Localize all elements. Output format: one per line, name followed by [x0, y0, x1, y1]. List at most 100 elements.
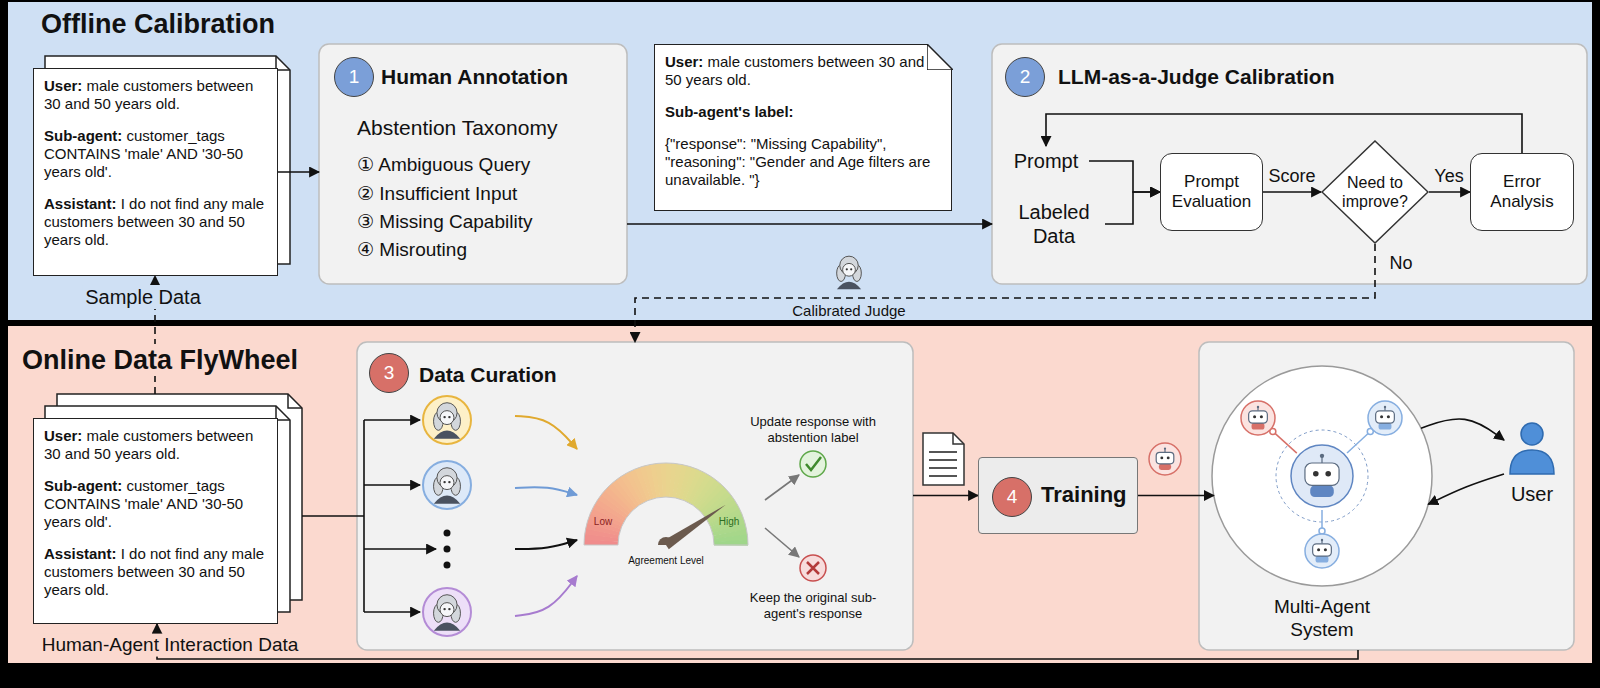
- robot-head: [1376, 411, 1395, 423]
- box-text: Assistant: I do not find any male custom…: [44, 195, 267, 249]
- diamond-outline: [1321, 140, 1429, 244]
- step-digit: 4: [1007, 486, 1018, 509]
- connector-arrow: [913, 495, 978, 497]
- agent-link: [1273, 431, 1297, 453]
- robot-icon: [1368, 401, 1402, 435]
- robot-antenna-tip: [1321, 539, 1323, 541]
- flow-arrow: [515, 487, 577, 495]
- system-circle: Multi-Agent System: [1212, 366, 1432, 586]
- folded-corner: [927, 44, 953, 70]
- flow-arrow: [515, 416, 577, 449]
- box-text: Need to improve?: [1336, 173, 1414, 211]
- robot-icon: [1149, 443, 1181, 475]
- gauge-outline: [584, 463, 748, 545]
- robot-eye: [1325, 471, 1331, 477]
- body-text: Update response with abstention label: [738, 414, 888, 445]
- note-card: User: male customers between 30 and 50 y…: [654, 44, 952, 211]
- box-text: Sub-agent: customer_tags CONTAINS 'male'…: [44, 477, 267, 531]
- cross-mark: [807, 562, 819, 574]
- heading: LLM-as-a-Judge Calibration: [1058, 64, 1335, 89]
- robot-antenna-tip: [1164, 447, 1166, 449]
- robot-eye: [1324, 548, 1327, 551]
- check-badge: [800, 451, 826, 477]
- connector-arrow: [157, 624, 1358, 659]
- box-text: User: male customers between 30 and 50 y…: [665, 53, 941, 89]
- connector-arrow: [1089, 161, 1160, 192]
- heading: Multi-Agent System: [1242, 596, 1402, 642]
- heading: Data Curation: [419, 362, 557, 387]
- user-head: [1521, 423, 1543, 445]
- robot-head: [1313, 544, 1332, 556]
- annotation-label: Low: [594, 516, 612, 528]
- agreement-gauge: [584, 463, 748, 549]
- judge-eye: [846, 268, 848, 270]
- heading: User: [1500, 482, 1564, 506]
- box-text: Error Analysis: [1471, 172, 1573, 213]
- judge-eye: [850, 268, 852, 270]
- process-panel-fill: [319, 44, 627, 284]
- connector-arrow: [627, 223, 992, 225]
- robot-head: [1249, 411, 1268, 423]
- robot-body: [1252, 423, 1265, 429]
- judge-robe: [434, 623, 460, 631]
- document-line: [929, 475, 957, 477]
- gauge-segment: [661, 463, 667, 497]
- judge-robe: [434, 431, 460, 439]
- heading: Offline Calibration: [37, 8, 279, 40]
- step-number: 1: [334, 57, 374, 97]
- body-text: ④ Misrouting: [357, 239, 467, 262]
- body-text: ③ Missing Capability: [357, 211, 532, 234]
- agent-link-dot: [1319, 528, 1325, 534]
- robot-eye: [1313, 471, 1319, 477]
- heading: Training: [1041, 482, 1127, 508]
- process-box: Error Analysis: [1470, 153, 1574, 231]
- box-text: Assistant: I do not find any male custom…: [44, 545, 267, 599]
- body-text: ① Ambiguous Query: [357, 154, 530, 177]
- robot-head: [1305, 463, 1339, 485]
- robot-ring: [1291, 445, 1353, 507]
- robot-body: [1159, 464, 1171, 470]
- flow-arrow: [364, 419, 420, 421]
- body-text: Keep the original sub-agent's response: [738, 590, 888, 621]
- robot-body: [1310, 485, 1334, 497]
- box-text: Prompt: [1014, 149, 1078, 173]
- gauge-hub: [658, 537, 674, 545]
- body-text: Abstention Taxonomy: [357, 115, 557, 140]
- process-panel: 3Data CurationUpdate response with abste…: [357, 342, 913, 650]
- flow-arrow: [765, 475, 799, 500]
- flow-arrow: [515, 540, 577, 549]
- box-text: Prompt Evaluation: [1161, 172, 1262, 213]
- robot-eye: [1387, 415, 1390, 418]
- robot-ring: [1241, 401, 1275, 435]
- decision-diamond: Need to improve?: [1321, 140, 1429, 244]
- judge-eye: [448, 481, 450, 483]
- connector-arrow: [1429, 191, 1470, 193]
- document-fold: [953, 433, 964, 444]
- robot-eye: [1253, 415, 1256, 418]
- robot-head: [1156, 452, 1174, 464]
- robot-antenna-tip: [1257, 406, 1259, 408]
- annotation-label: Agreement Level: [628, 555, 704, 567]
- user-actor: User: [1500, 418, 1564, 510]
- edge-label: Yes: [1434, 166, 1463, 188]
- judge-face: [440, 603, 454, 617]
- agent-link: [1347, 432, 1370, 453]
- judge-icon: [423, 396, 471, 444]
- document-line: [929, 467, 957, 469]
- box-text: Sub-agent's label:: [665, 103, 941, 121]
- flow-arrow: [364, 548, 436, 550]
- system-circle-outline: [1212, 366, 1432, 586]
- judge-eye: [443, 416, 445, 418]
- connector-arrow: [1428, 474, 1504, 504]
- band-fill: [8, 326, 1592, 663]
- judge-ring: [423, 588, 471, 636]
- ellipsis-dot: [444, 562, 451, 569]
- user-body: [1510, 450, 1554, 474]
- page-fold: [276, 56, 290, 70]
- document-icon: [923, 433, 964, 485]
- band: User: male customers between 30 and 50 y…: [8, 326, 1592, 663]
- orbit-ring: [1276, 430, 1368, 522]
- connector-arrow: [1263, 191, 1321, 193]
- box-text: Labeled Data: [1005, 200, 1103, 248]
